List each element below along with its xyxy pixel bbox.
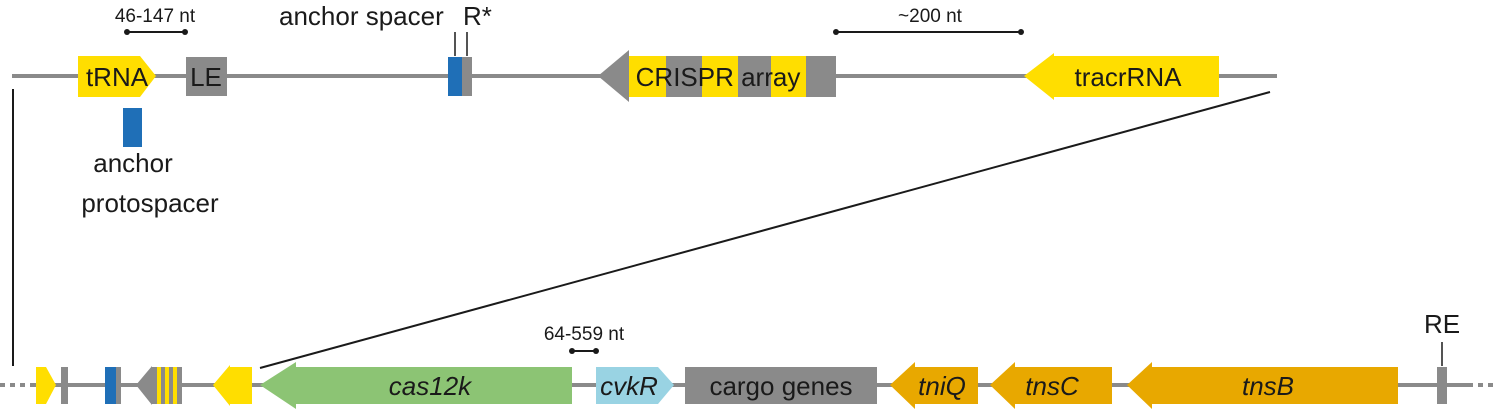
scale-bar-top-right-label: ~200 nt [898,6,963,27]
r-star-box [462,57,472,96]
r-star-label: R* [463,1,492,31]
tniq-arrow [890,362,978,409]
small-anchor-repeat-box [116,367,121,404]
tnsb-arrow [1127,362,1398,409]
cargo-genes-box [685,367,877,404]
tnsc-label: tnsC [1025,371,1079,401]
anchor-protospacer-label-line2: protospacer [81,188,219,218]
small-anchor-box [105,367,116,404]
crispr-repeat [666,56,702,97]
tracrrna-arrow [1024,53,1219,100]
scale-bar-bottom-label: 64-559 nt [544,324,625,345]
cvkr-arrow [596,367,674,404]
anchor-protospacer-label-line1: anchor [93,148,173,178]
le-box [186,57,227,96]
crispr-repeat [738,56,771,97]
re-box [1437,367,1447,404]
scale-bar-bottom [569,348,599,354]
small-trna-arrow [36,367,56,404]
cargo-genes-label: cargo genes [709,371,852,401]
small-crispr-array [136,366,182,405]
cas12k-arrow [260,362,572,409]
crispr-spacer [771,56,806,97]
tracrrna-label: tracrRNA [1075,62,1183,92]
re-label: RE [1424,309,1460,339]
le-label: LE [190,62,222,92]
tnsb-label: tnsB [1242,371,1294,401]
scale-bar-top-right [833,29,1024,35]
small-le-box [61,367,68,404]
scale-bar-top-left-label: 46-147 nt [115,6,196,27]
crispr-array [598,50,836,102]
tniq-label: tniQ [918,371,966,401]
cvkr-label: cvkR [600,371,658,401]
anchor-spacer-box [448,57,462,96]
crispr-spacer [629,56,666,97]
crispr-spacer [702,56,738,97]
anchor-spacer-label: anchor spacer [279,1,444,31]
scale-bar-top-left [124,29,188,35]
crispr-array-leader-arrow [598,50,629,102]
small-tracrrna-arrow [213,365,252,406]
zoom-connector-right [259,91,1271,369]
anchor-protospacer-box [123,108,142,147]
trna-label: tRNA [86,62,149,92]
trna-arrow [78,56,156,97]
crispr-array-label: CRISPR array [636,62,801,92]
tnsc-arrow [990,362,1112,409]
cas12k-label: cas12k [389,371,473,401]
crispr-repeat [806,56,836,97]
